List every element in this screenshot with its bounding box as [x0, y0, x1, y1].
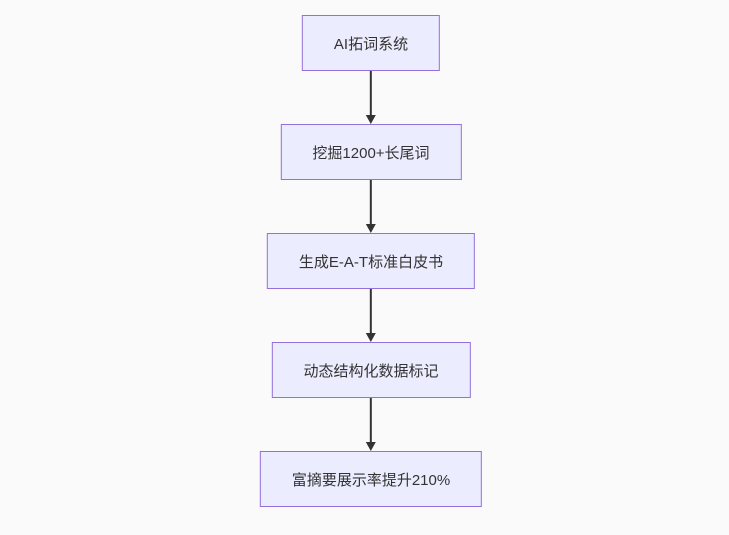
- flow-node-eat-whitepaper: 生成E-A-T标准白皮书: [266, 233, 476, 289]
- flow-arrow: [366, 289, 376, 342]
- arrow-head-icon: [366, 333, 376, 342]
- flow-node-rich-snippet-result: 富摘要展示率提升210%: [259, 451, 483, 507]
- flow-arrow: [366, 398, 376, 451]
- arrow-head-icon: [366, 224, 376, 233]
- arrow-line: [370, 398, 372, 442]
- arrow-line: [370, 71, 372, 115]
- flow-node-ai-keyword-system: AI拓词系统: [301, 15, 441, 71]
- arrow-head-icon: [366, 115, 376, 124]
- flowchart: AI拓词系统 挖掘1200+长尾词 生成E-A-T标准白皮书 动态结构化数据标记…: [259, 15, 483, 507]
- arrow-line: [370, 180, 372, 224]
- flow-arrow: [366, 71, 376, 124]
- flow-arrow: [366, 180, 376, 233]
- node-label: 富摘要展示率提升210%: [291, 471, 451, 489]
- node-label: 动态结构化数据标记: [303, 362, 439, 380]
- flow-node-longtail-mining: 挖掘1200+长尾词: [280, 124, 462, 180]
- arrow-line: [370, 289, 372, 333]
- flow-node-structured-data-markup: 动态结构化数据标记: [271, 342, 471, 398]
- node-label: 挖掘1200+长尾词: [312, 144, 430, 162]
- node-label: 生成E-A-T标准白皮书: [298, 253, 444, 271]
- arrow-head-icon: [366, 442, 376, 451]
- node-label: AI拓词系统: [333, 35, 409, 53]
